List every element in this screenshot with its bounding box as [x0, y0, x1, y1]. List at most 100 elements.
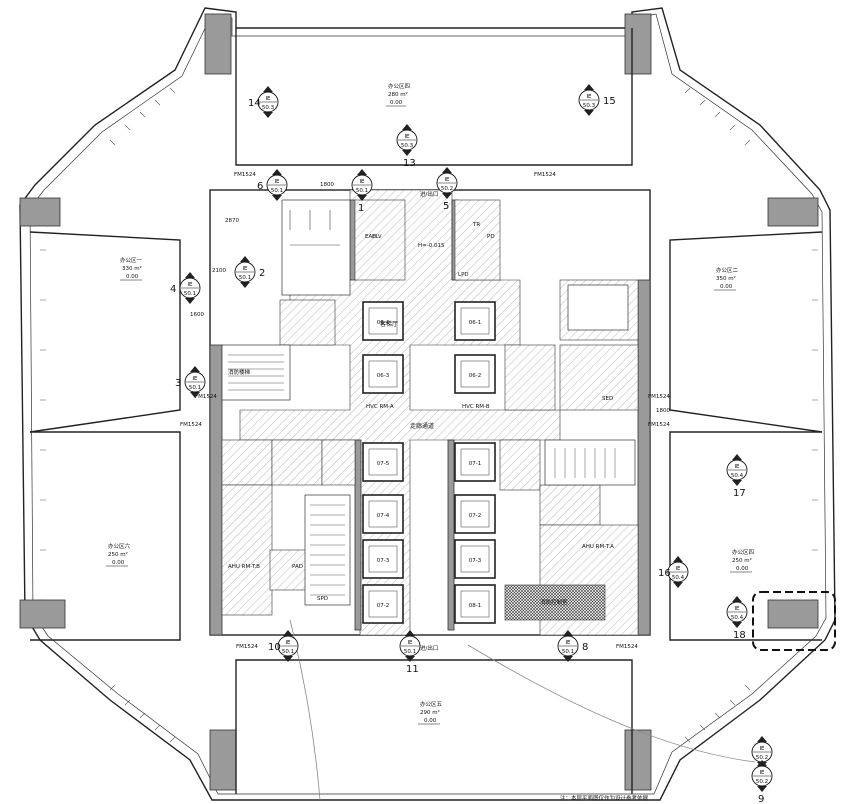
dimension: 2100	[212, 268, 226, 274]
area-southwest-area: 250 m²	[108, 551, 128, 558]
callout-code: IE	[187, 282, 193, 288]
callout-number: 9	[758, 794, 764, 804]
callout-number: 17	[733, 488, 746, 499]
elevator-car: 08-1	[454, 584, 496, 624]
elevator-car: 07-5	[362, 442, 404, 482]
office-partitions	[29, 28, 823, 794]
area-north-level: 0.00	[390, 100, 403, 106]
room-entry-north: 进/出口	[420, 190, 438, 198]
elevator-label: 07-3	[377, 558, 390, 564]
callout-sheet: 50.1	[404, 649, 416, 655]
callout-code: IE	[285, 640, 291, 646]
callout-sheet: 50.1	[282, 649, 294, 655]
area-southeast-name: 办公区四	[732, 548, 754, 556]
callout-code: IE	[734, 606, 740, 612]
level-note: H=-0.015	[418, 243, 445, 249]
room-elevator-lobby: 客梯厅	[380, 320, 398, 328]
callout-sheet: 50.2	[756, 779, 768, 785]
area-west-level: 0.00	[126, 274, 139, 280]
room-ahu-east: AHU RM-T.A	[582, 544, 614, 550]
callout-sheet: 50.1	[356, 188, 368, 194]
leader-lines	[289, 619, 756, 801]
callout-sheet: 50.1	[189, 385, 201, 391]
room-pad: PAD	[292, 564, 303, 570]
callout-sheet: 50.4	[672, 575, 685, 581]
structural-columns	[19, 13, 819, 791]
area-north-area: 280 m²	[388, 91, 408, 98]
callout-11: IE 50.1 11	[399, 630, 421, 675]
callout-code: IE	[407, 640, 413, 646]
callout-number: 11	[406, 664, 419, 675]
room-hvc-b: HVC RM-B	[462, 404, 490, 410]
area-north-name: 办公区四	[388, 82, 410, 90]
facade-mullions	[40, 87, 818, 743]
elevator-car: 07-2	[362, 584, 404, 624]
callout-code: IE	[404, 134, 410, 140]
callout-number: 6	[257, 181, 263, 192]
callout-number: 18	[733, 630, 746, 641]
elevator-car: 07-2	[454, 494, 496, 534]
room-ead: EAD	[365, 234, 376, 240]
area-west-name: 办公区一	[120, 256, 143, 264]
door-tag: FM1524	[195, 394, 217, 400]
elevator-label: 07-1	[469, 461, 481, 467]
door-tag: FM1524	[648, 422, 670, 428]
elevator-car: 06-2	[454, 354, 496, 394]
room-sed: SED	[602, 396, 613, 402]
area-southwest-name: 办公区六	[108, 542, 131, 550]
elevator-car: 07-3	[454, 539, 496, 579]
callout-sheet: 50.3	[262, 105, 275, 111]
room-tr: TR	[472, 222, 480, 228]
room-hvc-a: HVC RM-A	[366, 404, 394, 410]
area-east-level: 0.00	[720, 284, 733, 290]
area-south-level: 0.00	[424, 718, 437, 724]
callout-number: 13	[403, 158, 416, 169]
elevator-car: 07-1	[454, 442, 496, 482]
room-entry-south: 进/出口	[420, 644, 438, 652]
callout-number: 4	[170, 284, 176, 295]
callout-number: 10	[268, 642, 281, 653]
elevator-car: 07-4	[362, 494, 404, 534]
central-core	[209, 189, 651, 636]
callout-sheet: 50.2	[441, 186, 453, 192]
footer-note: 注：本层平面图仅作为设计参考依据	[560, 794, 649, 802]
dimension: 1600	[190, 312, 204, 318]
room-spd: SPD	[317, 596, 328, 602]
door-tag: FM1524	[616, 644, 638, 650]
area-south-area: 290 m²	[420, 709, 440, 716]
callout-code: IE	[565, 640, 571, 646]
callout-sheet: 50.1	[184, 291, 196, 297]
callout-code: IE	[734, 464, 740, 470]
dimension: 1800	[656, 408, 670, 414]
area-south-name: 办公区五	[420, 700, 443, 708]
room-stair: 消防楼梯	[228, 368, 251, 376]
area-east-name: 办公区二	[716, 266, 739, 274]
area-southwest-level: 0.00	[112, 560, 125, 566]
room-pd: PD	[487, 234, 495, 240]
callout-sheet: 50.2	[756, 755, 768, 761]
elevator-car: 06-1	[454, 301, 496, 341]
callout-sheet: 50.1	[271, 188, 283, 194]
callout-13: IE 50.3 13	[396, 124, 418, 169]
callout-code: IE	[192, 376, 198, 382]
door-tag: FM1524	[534, 172, 556, 178]
callout-sheet: 50.1	[239, 275, 251, 281]
callout-number: 16	[658, 568, 671, 579]
elevator-label: 06-4	[377, 320, 390, 326]
callout-sheet: 50.3	[401, 143, 414, 149]
callout-code: IE	[675, 566, 681, 572]
callout-number: 1	[358, 203, 364, 214]
callout-number: 15	[603, 96, 616, 107]
room-lpd: LPD	[458, 272, 469, 278]
callout-code: IE	[444, 177, 450, 183]
door-tag: FM1524	[236, 644, 258, 650]
